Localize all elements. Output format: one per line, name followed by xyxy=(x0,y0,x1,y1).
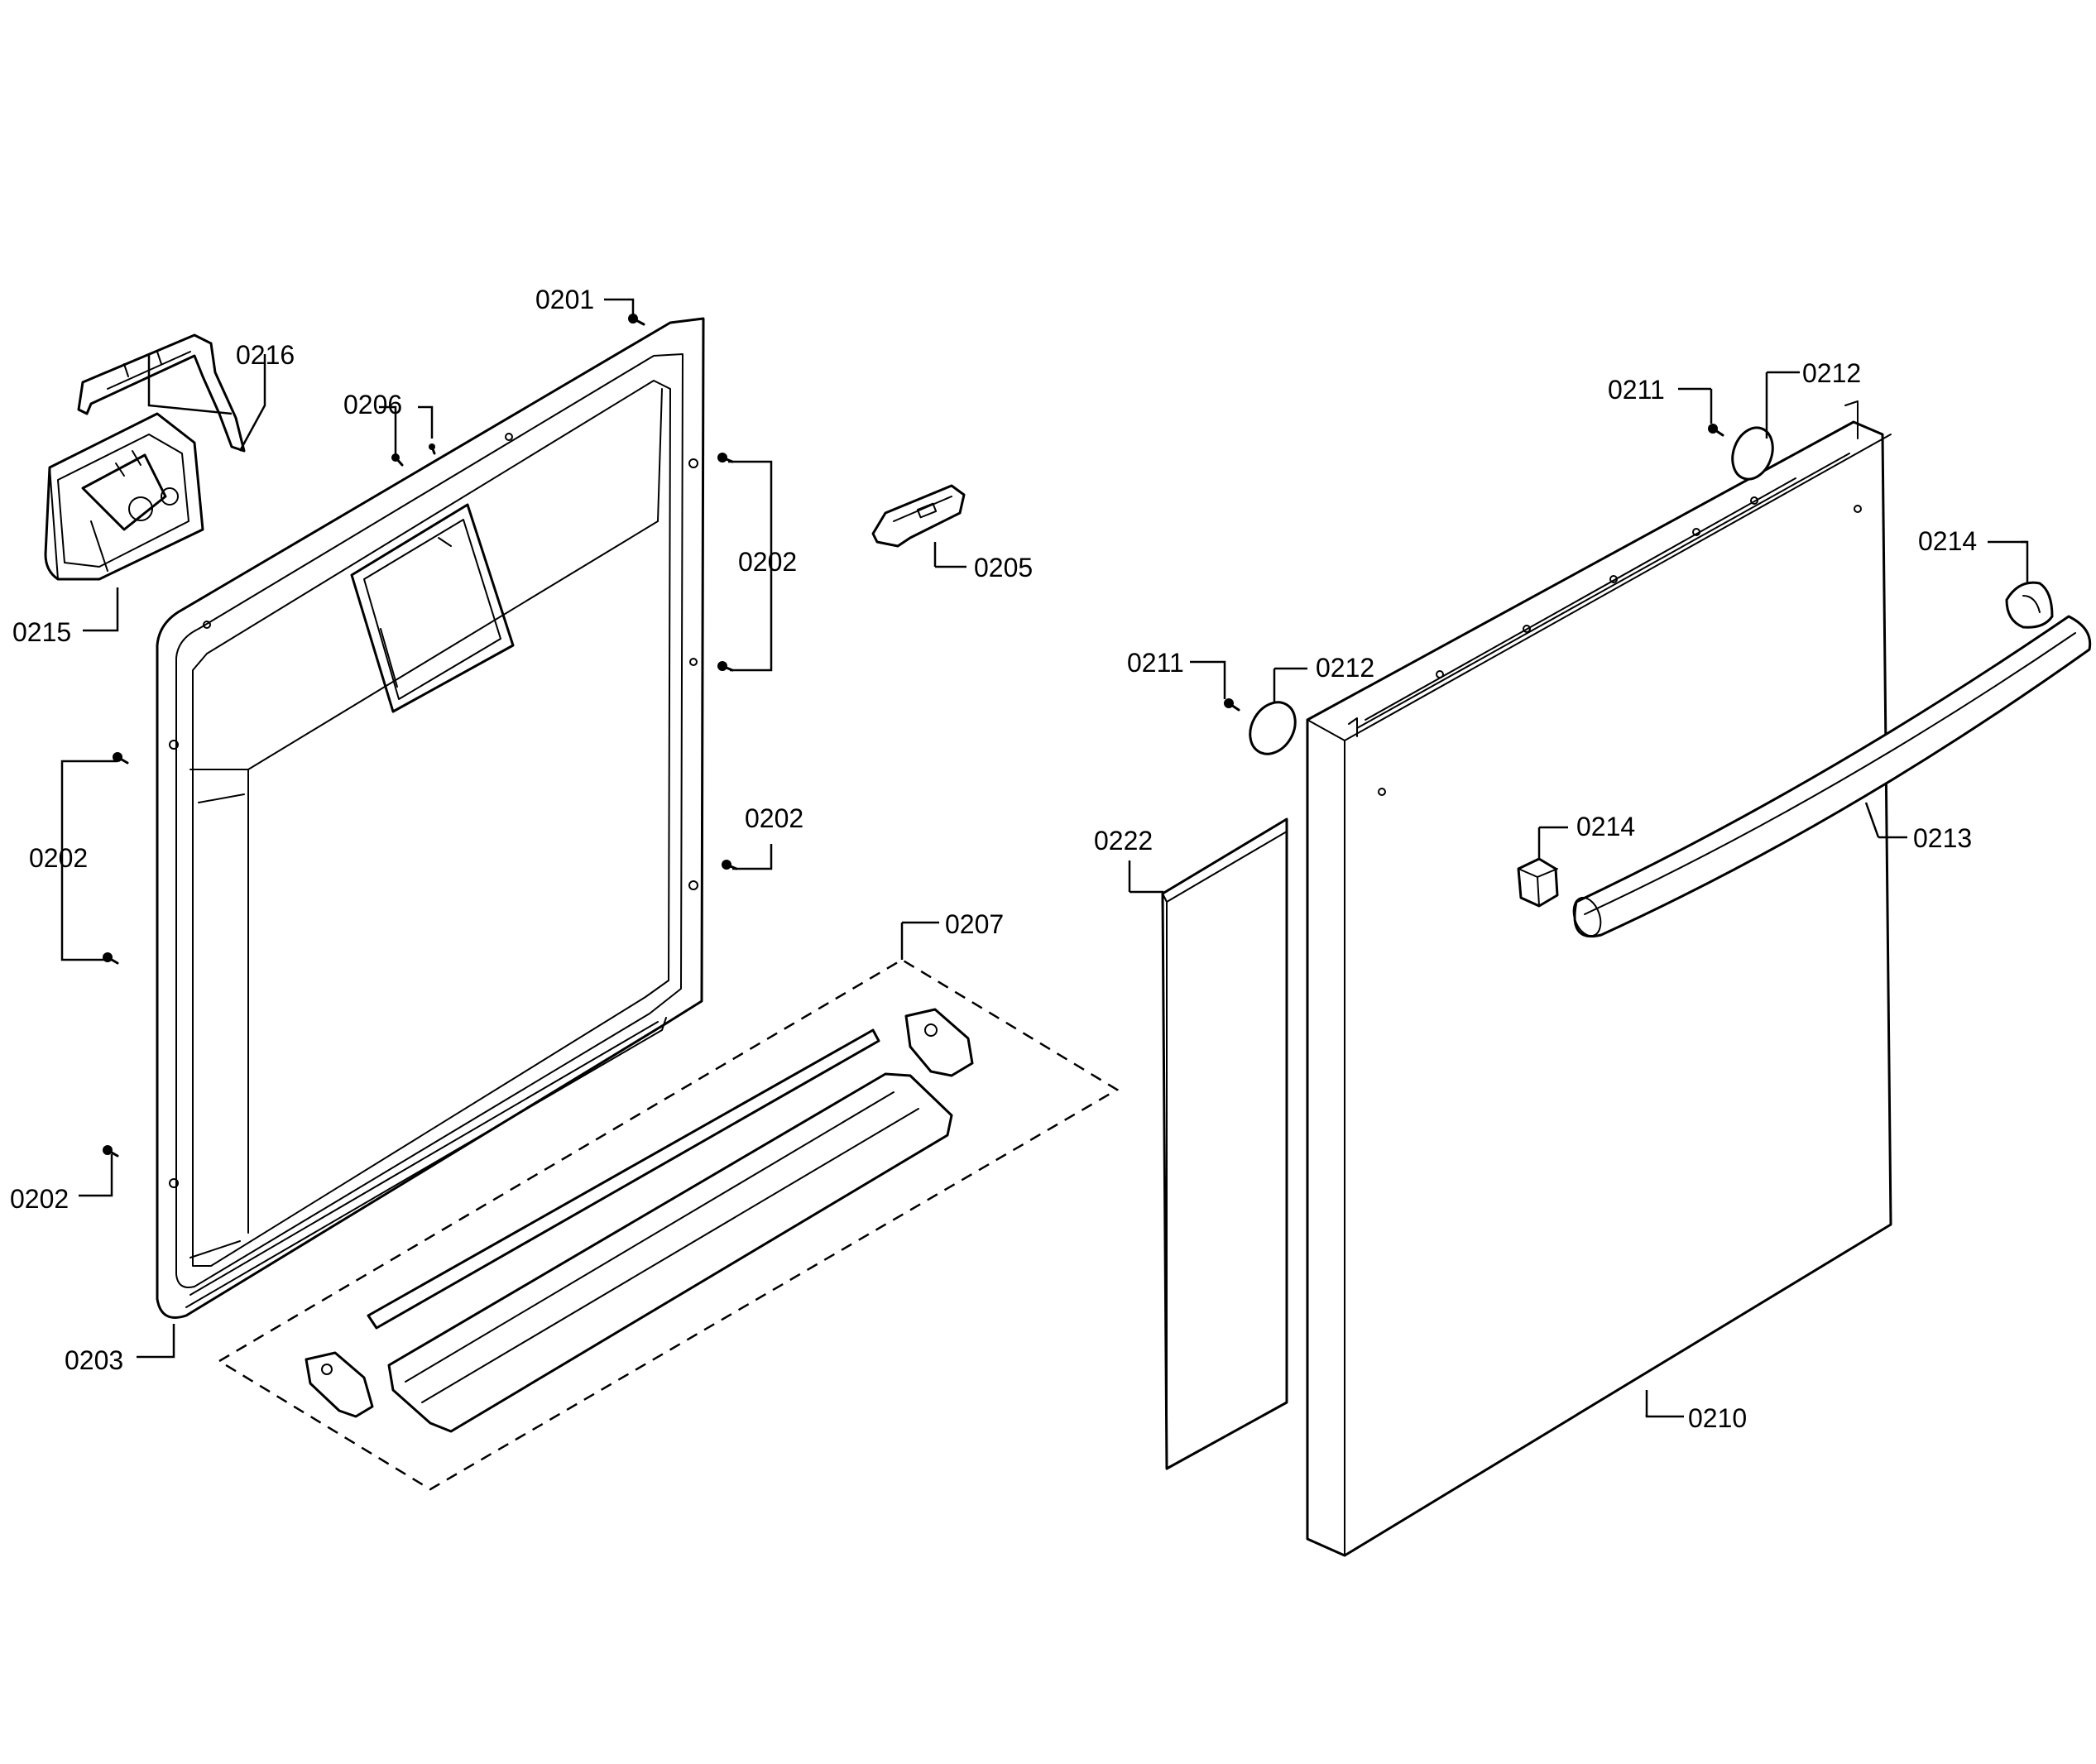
door-handle xyxy=(1572,615,2092,937)
callout-0202-left-upper: 0202 xyxy=(29,843,88,873)
callout-0210: 0210 xyxy=(1688,1403,1747,1433)
door-panel xyxy=(1306,400,1892,1557)
callout-0216: 0216 xyxy=(236,340,295,370)
front-panel xyxy=(1161,817,1288,1470)
callout-0202-left-lower: 0202 xyxy=(10,1184,69,1214)
callout-0212-left: 0212 xyxy=(1316,653,1374,683)
screw-icon xyxy=(391,453,404,467)
callout-0211-left: 0211 xyxy=(1127,648,1184,678)
screw-icon xyxy=(103,1145,119,1158)
leader-lines xyxy=(60,298,2029,1418)
end-cap-left xyxy=(1517,857,1559,908)
screw-icon xyxy=(1224,698,1240,712)
screw-icon xyxy=(103,952,119,965)
callout-0203: 0203 xyxy=(65,1345,123,1375)
washer-right xyxy=(1731,426,1774,481)
screw-icon xyxy=(628,314,645,326)
callout-0207: 0207 xyxy=(945,909,1004,939)
callout-0205: 0205 xyxy=(974,553,1033,582)
callout-0222: 0222 xyxy=(1094,826,1153,856)
callout-0206: 0206 xyxy=(343,390,402,419)
callout-0215: 0215 xyxy=(12,617,71,647)
callout-0211-right: 0211 xyxy=(1608,375,1665,405)
screw-icon xyxy=(1708,424,1724,437)
screw-icon xyxy=(429,443,436,455)
washer-left xyxy=(1249,701,1297,755)
callout-0201: 0201 xyxy=(535,285,594,314)
callout-0213: 0213 xyxy=(1913,823,1972,853)
callout-0214-right: 0214 xyxy=(1918,526,1977,556)
screw-icon xyxy=(113,752,129,765)
end-cap-right xyxy=(2005,581,2054,629)
callout-0212-right: 0212 xyxy=(1802,358,1861,388)
callout-0202-right-lower: 0202 xyxy=(745,803,803,833)
inner-door-liner xyxy=(156,317,705,1319)
callout-0202-right-upper: 0202 xyxy=(738,547,797,577)
callout-0214-left: 0214 xyxy=(1576,812,1635,841)
seal-kit xyxy=(217,958,1120,1491)
control-module xyxy=(44,412,204,581)
door-latch xyxy=(871,484,966,548)
